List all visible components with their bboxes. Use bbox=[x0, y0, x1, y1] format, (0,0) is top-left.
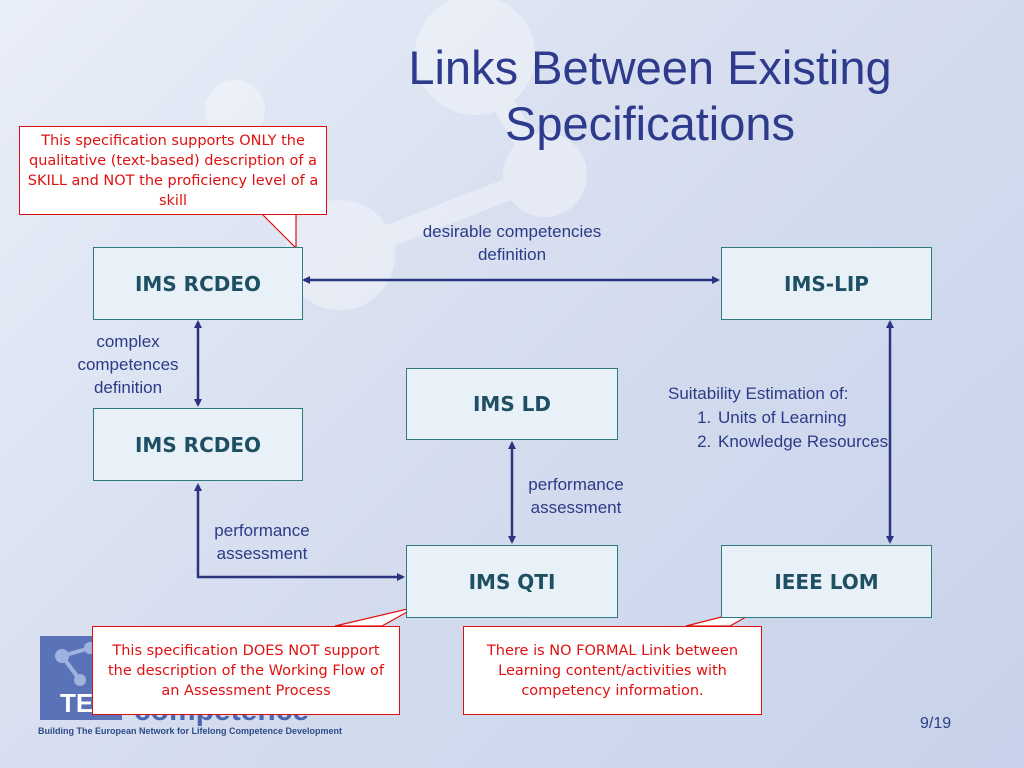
box-ieee-lom: IEEE LOM bbox=[721, 545, 932, 618]
suitability-item-1: Units of Learning bbox=[716, 406, 898, 430]
callout-lom-note: There is NO FORMAL Link between Learning… bbox=[463, 626, 762, 715]
callout-pointer-rcdeo bbox=[260, 213, 297, 250]
logo-tagline: Building The European Network for Lifelo… bbox=[38, 726, 343, 736]
label-ld-qti-line-2: assessment bbox=[530, 498, 622, 517]
label-rcdeo-lip-line-1: desirable competencies bbox=[422, 222, 602, 241]
page-number: 9/19 bbox=[920, 715, 952, 732]
callout-rcdeo-note: This specification supports ONLY the qua… bbox=[19, 126, 327, 215]
callout-pointer-qti bbox=[334, 606, 417, 627]
label-rcdeo-qti-line-2: assessment bbox=[216, 544, 308, 563]
label-rcdeo-rcdeo-line-3: definition bbox=[93, 378, 163, 397]
arrow-rcdeo-qti bbox=[194, 483, 405, 581]
label-ld-qti-line-1: performance bbox=[528, 475, 624, 494]
box-ims-rcdeo-middle: IMS RCDEO bbox=[93, 408, 303, 481]
slide-title-line-1: Links Between Existing bbox=[408, 41, 892, 94]
box-ims-qti: IMS QTI bbox=[406, 545, 618, 618]
label-rcdeo-rcdeo-line-2: competences bbox=[77, 355, 179, 374]
suitability-estimation: Suitability Estimation of: Units of Lear… bbox=[668, 382, 898, 454]
slide-title-line-2: Specifications bbox=[505, 97, 795, 150]
logo-letters: TE bbox=[60, 688, 94, 718]
suitability-list: Units of Learning Knowledge Resources bbox=[668, 406, 898, 454]
slide-title: Links Between Existing Specifications bbox=[330, 40, 970, 152]
box-ims-rcdeo-top: IMS RCDEO bbox=[93, 247, 303, 320]
box-ims-lip: IMS-LIP bbox=[721, 247, 932, 320]
suitability-item-2: Knowledge Resources bbox=[716, 430, 898, 454]
callout-qti-note: This specification DOES NOT support the … bbox=[92, 626, 400, 715]
suitability-heading: Suitability Estimation of: bbox=[668, 384, 849, 403]
label-rcdeo-rcdeo: complex competences definition bbox=[58, 330, 198, 399]
label-rcdeo-lip: desirable competencies definition bbox=[392, 220, 632, 266]
label-rcdeo-qti: performance assessment bbox=[192, 519, 332, 565]
label-ld-qti: performance assessment bbox=[506, 473, 646, 519]
label-rcdeo-rcdeo-line-1: complex bbox=[96, 332, 160, 351]
label-rcdeo-qti-line-1: performance bbox=[214, 521, 310, 540]
label-rcdeo-lip-line-2: definition bbox=[477, 245, 547, 264]
box-ims-ld: IMS LD bbox=[406, 368, 618, 440]
